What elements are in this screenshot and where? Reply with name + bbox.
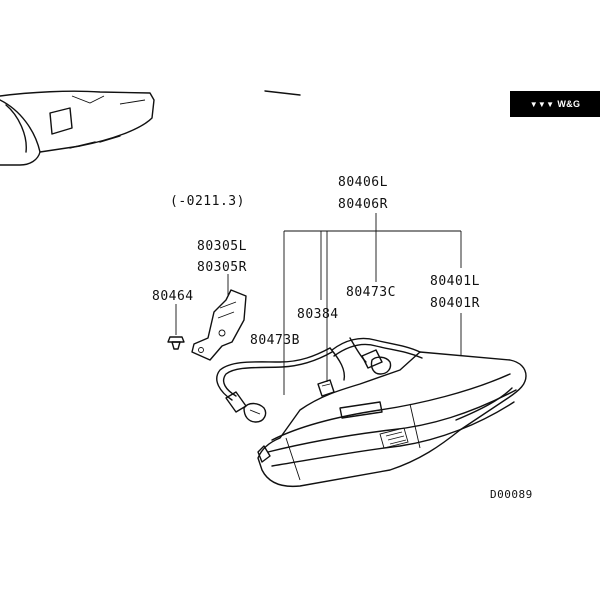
- wiring-harness: [216, 337, 423, 401]
- bracket-part: [191, 289, 247, 361]
- part-number-80401r: 80401R: [430, 296, 480, 311]
- socket-bulb-80473b: [225, 391, 267, 423]
- brand-badge-text: W&G: [557, 99, 581, 109]
- part-number-80305r: 80305R: [197, 260, 247, 275]
- lamp-reflector-grid: [379, 427, 409, 449]
- brand-badge: ▼▼▼ W&G: [510, 91, 600, 117]
- part-number-80473c: 80473C: [346, 285, 396, 300]
- lamp-housing: [257, 351, 527, 488]
- diagram-code-label: D00089: [490, 488, 533, 501]
- part-number-80406l: 80406L: [338, 175, 388, 190]
- leader-lines-80406: [283, 213, 462, 395]
- part-number-80464: 80464: [152, 289, 194, 304]
- screw-part: [167, 336, 185, 350]
- part-number-80406r: 80406R: [338, 197, 388, 212]
- date-range-label: (-0211.3): [170, 194, 245, 209]
- part-number-80473b: 80473B: [250, 333, 300, 348]
- socket-bulb-80473c: [361, 349, 392, 375]
- part-number-80401l: 80401L: [430, 274, 480, 289]
- part-number-80305l: 80305L: [197, 239, 247, 254]
- brand-mark-icon: ▼▼▼: [529, 99, 555, 109]
- vehicle-outline: [0, 90, 301, 166]
- part-number-80384: 80384: [297, 307, 339, 322]
